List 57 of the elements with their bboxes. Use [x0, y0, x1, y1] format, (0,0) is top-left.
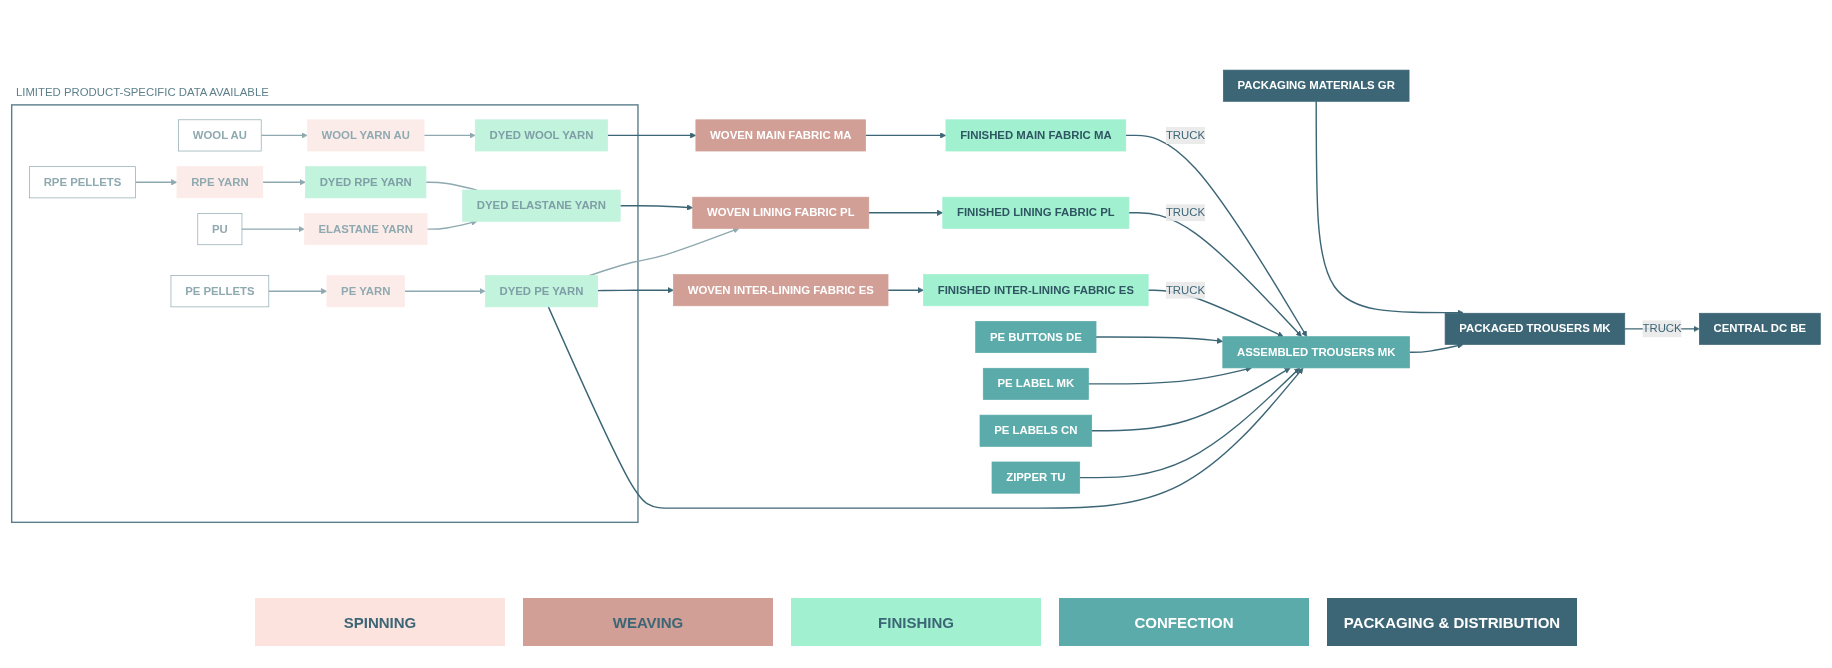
legend-key: PACKAGING & DISTRIBUTION — [1327, 598, 1577, 646]
node-box: WOVEN MAIN FABRIC MA — [695, 118, 866, 151]
node-box: WOOL AU — [178, 118, 262, 151]
node-box: PACKAGING MATERIALS GR — [1223, 69, 1410, 102]
node-box: ASSEMBLED TROUSERS MK — [1222, 335, 1410, 368]
arrow — [241, 225, 305, 232]
node-box: PE LABEL MK — [982, 367, 1089, 400]
arrow — [426, 219, 478, 230]
arrow — [268, 287, 328, 294]
arrow — [1079, 367, 1301, 478]
node-box: PE BUTTONS DE — [975, 320, 1097, 353]
cluster — [10, 103, 639, 523]
node-box: PU — [197, 212, 243, 245]
legend-key: CONFECTION — [1059, 598, 1309, 646]
edge-label: TRUCK — [1165, 205, 1206, 218]
node-box: DYED WOOL YARN — [474, 118, 608, 151]
edge-label: TRUCK — [1165, 283, 1206, 296]
arrow — [868, 209, 944, 216]
arrow — [864, 131, 947, 139]
node-box: DYED PE YARN — [484, 274, 598, 307]
node-box: PACKAGED TROUSERS MK — [1444, 312, 1626, 345]
node-box: DYED ELASTANE YARN — [462, 189, 621, 222]
arrow — [1408, 342, 1464, 353]
arrow — [547, 305, 1304, 509]
arrow — [1095, 335, 1224, 344]
node-box: WOOL YARN AU — [306, 118, 425, 151]
node-box: RPE PELLETS — [29, 165, 136, 198]
edge-label: TRUCK — [1642, 321, 1682, 335]
arrow — [606, 131, 697, 139]
node-box: PE LABELS CN — [979, 414, 1093, 447]
node-label: LIMITED PRODUCT-SPECIFIC DATA AVAILABLE — [15, 85, 269, 98]
arrow — [134, 178, 178, 185]
node-box: PE PELLETS — [170, 274, 270, 307]
node-box: PE YARN — [326, 274, 405, 307]
edge-label: TRUCK — [1165, 128, 1206, 141]
node-box: ZIPPER TU — [991, 461, 1081, 494]
node-box: DYED RPE YARN — [305, 165, 427, 198]
arrow — [1091, 367, 1291, 431]
node-box: FINISHED INTER-LINING FABRIC ES — [923, 273, 1149, 306]
node-box: FINISHED MAIN FABRIC MA — [945, 118, 1127, 151]
arrow — [596, 286, 674, 293]
node-box: WOVEN LINING FABRIC PL — [692, 196, 870, 229]
node-box: WOVEN INTER-LINING FABRIC ES — [673, 273, 889, 306]
arrow — [1315, 100, 1464, 316]
node-box: ELASTANE YARN — [303, 212, 428, 245]
arrow — [887, 286, 924, 293]
legend-key: WEAVING — [523, 598, 773, 646]
arrow — [262, 178, 306, 185]
arrow — [403, 287, 486, 294]
legend-key: SPINNING — [255, 598, 505, 646]
arrow — [260, 131, 308, 139]
node-box: RPE YARN — [176, 165, 264, 198]
node-box: FINISHED LINING FABRIC PL — [942, 196, 1130, 229]
arrow — [619, 203, 693, 211]
arrow — [423, 131, 476, 139]
node-box: CENTRAL DC BE — [1699, 312, 1821, 345]
legend-key: FINISHING — [791, 598, 1041, 646]
